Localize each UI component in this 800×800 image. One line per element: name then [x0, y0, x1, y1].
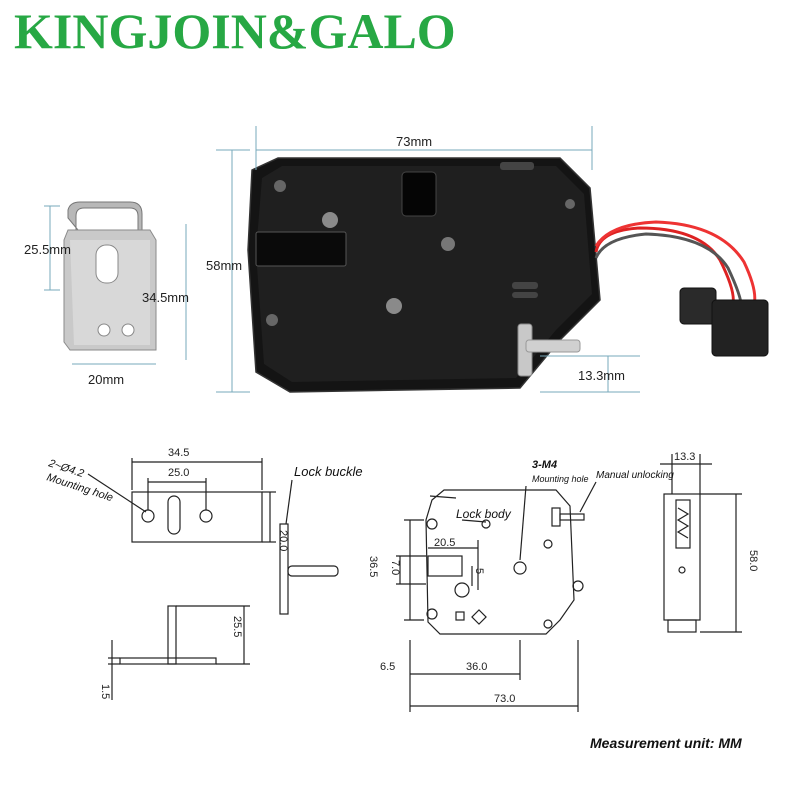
- dim-small: 5: [473, 568, 485, 574]
- product-photo: 25.5mm 34.5mm 20mm 73mm 58mm 13.3mm: [24, 126, 769, 393]
- lock-side-view: [663, 493, 701, 621]
- dim-thickness: 1.5: [99, 684, 111, 699]
- lock-body-label: Lock body: [456, 507, 512, 521]
- brand-title: KINGJOIN&GALO: [14, 3, 456, 59]
- dim-bracket-length: 34.5mm: [142, 290, 189, 305]
- dim-side-height: 25.5: [231, 616, 243, 637]
- dim-depth: 13.3: [674, 451, 695, 463]
- dim-span: 36.0: [466, 661, 487, 673]
- dim-slot-height: 7.0: [389, 560, 401, 575]
- dim-bracket-width: 20mm: [88, 372, 124, 387]
- measurement-unit-note: Measurement unit: MM: [590, 735, 742, 751]
- manual-unlock-note: Manual unlocking: [596, 470, 674, 481]
- mount-note: Mounting hole: [532, 474, 589, 484]
- dim-slot-width: 20.5: [434, 537, 455, 549]
- dim-lock-width: 73mm: [396, 134, 432, 149]
- dim-bracket-height: 25.5mm: [24, 242, 71, 257]
- dim-lock-height: 58mm: [206, 258, 242, 273]
- bracket-side-view: [167, 605, 177, 665]
- lock-buckle-label: Lock buckle: [294, 464, 363, 479]
- dim-total-width: 73.0: [494, 693, 515, 705]
- lock-body-photo: [247, 157, 601, 393]
- mount-spec: 3-M4: [532, 459, 557, 471]
- dim-height-36: 36.5: [367, 556, 379, 577]
- bracket-top-view: [131, 491, 263, 543]
- bracket-photo: [63, 201, 157, 351]
- dim-bracket-overall: 34.5: [168, 447, 189, 459]
- dim-lock-depth: 13.3mm: [578, 368, 625, 383]
- lock-body-front-view: [425, 489, 575, 635]
- dim-bracket-height-20: 20.0: [277, 530, 289, 551]
- dim-height-58: 58.0: [747, 550, 759, 571]
- dim-offset: 6.5: [380, 661, 395, 673]
- dim-hole-spacing: 25.0: [168, 467, 189, 479]
